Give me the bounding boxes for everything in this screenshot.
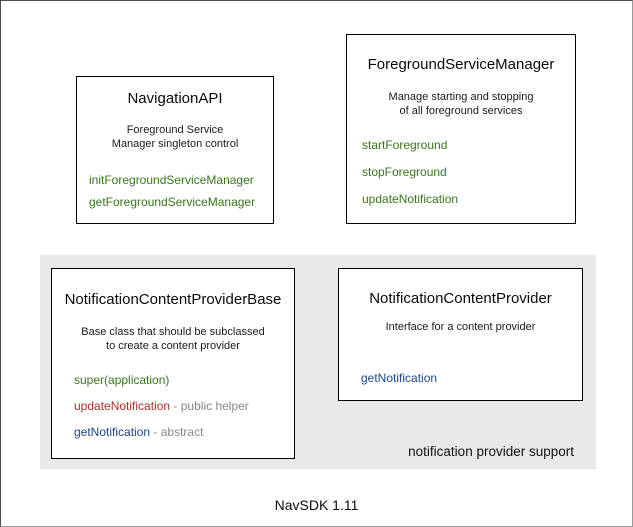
method-annotation: - abstract — [153, 425, 204, 439]
class-title: ForegroundServiceManager — [367, 56, 555, 73]
class-box-notification-content-provider-base: NotificationContentProviderBase Base cla… — [51, 268, 295, 459]
method-update-notification: updateNotification - public helper — [74, 399, 249, 414]
method-stop-foreground: stopForeground — [362, 165, 447, 179]
method-list: super(application) updateNotification - … — [74, 373, 249, 440]
method-list: getNotification — [361, 371, 437, 386]
method-get-notification: getNotification - abstract — [74, 425, 249, 440]
notification-support-panel-label: notification provider support — [408, 444, 574, 459]
diagram-title: NavSDK 1.11 — [274, 497, 359, 513]
method-get-notification: getNotification — [361, 371, 438, 385]
class-description: Manage starting and stopping of all fore… — [388, 91, 534, 117]
method-name: getNotification — [74, 425, 151, 439]
method-name: super(application) — [74, 373, 170, 387]
method-annotation: - public helper — [173, 399, 249, 413]
class-title: NotificationContentProviderBase — [64, 291, 282, 308]
method-get-foreground-service-manager: getForegroundServiceManager — [89, 195, 256, 209]
method-list: initForegroundServiceManager getForegrou… — [89, 173, 255, 210]
class-box-foreground-service-manager: ForegroundServiceManager Manage starting… — [346, 34, 576, 224]
class-description: Foreground Service Manager singleton con… — [111, 124, 239, 150]
class-box-notification-content-provider: NotificationContentProvider Interface fo… — [338, 268, 583, 401]
method-list: startForeground stopForeground updateNot… — [362, 138, 458, 207]
method-start-foreground: startForeground — [362, 138, 448, 152]
class-description: Interface for a content provider — [385, 321, 536, 333]
method-name: updateNotification — [74, 399, 171, 413]
class-description: Base class that should be subclassed to … — [81, 326, 265, 352]
method-super-application: super(application) — [74, 373, 249, 388]
method-update-notification: updateNotification — [362, 192, 459, 206]
class-title: NavigationAPI — [127, 90, 223, 107]
class-box-navigation-api: NavigationAPI Foreground Service Manager… — [76, 76, 274, 224]
class-title: NotificationContentProvider — [369, 290, 552, 307]
method-init-foreground-service-manager: initForegroundServiceManager — [89, 173, 254, 187]
